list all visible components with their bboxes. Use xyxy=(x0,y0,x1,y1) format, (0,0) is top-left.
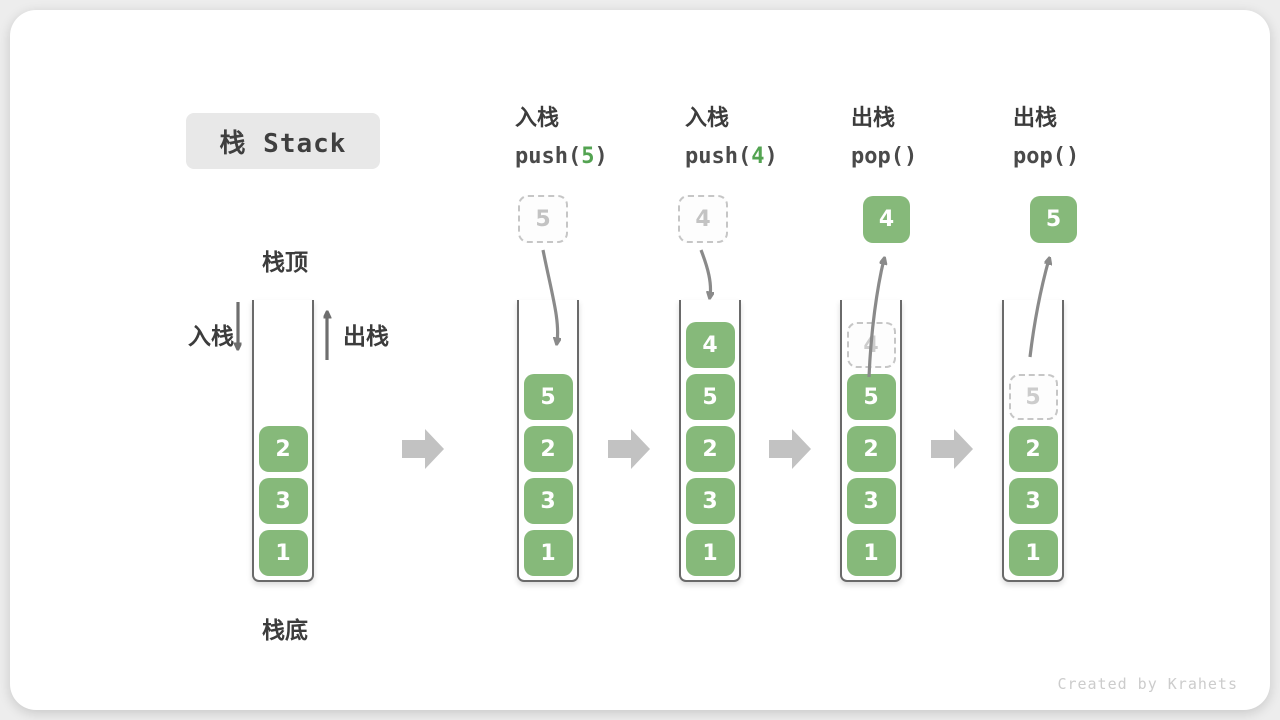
code-pre: push( xyxy=(685,144,752,169)
stack-cell: 4 xyxy=(685,322,735,368)
code-pre: pop() xyxy=(1013,144,1080,169)
operation-label-push-4: 入栈 push(4) xyxy=(685,104,855,172)
title-badge: 栈 Stack xyxy=(186,113,380,169)
operation-code: pop() xyxy=(1013,142,1183,172)
stack-cell: 1 xyxy=(523,530,573,576)
floating-box-popped-5: 5 xyxy=(1030,196,1077,243)
code-arg: 4 xyxy=(751,144,765,169)
operation-code: push(4) xyxy=(685,142,855,172)
stack-cell: 1 xyxy=(685,530,735,576)
stack-cell: 2 xyxy=(523,426,573,472)
stack-cell-ghost: 4 xyxy=(846,322,896,368)
operation-code: push(5) xyxy=(515,142,685,172)
floating-box-incoming-4: 4 xyxy=(678,195,728,243)
operation-name: 出栈 xyxy=(851,106,896,131)
stack-cell: 5 xyxy=(523,374,573,420)
stack-column-2: 5 2 3 1 xyxy=(517,300,579,582)
page-title: 栈 Stack xyxy=(219,128,347,159)
stack-cell: 2 xyxy=(846,426,896,472)
operation-name: 入栈 xyxy=(685,106,730,131)
stack-cell: 3 xyxy=(1008,478,1058,524)
stack-cell: 3 xyxy=(258,478,308,524)
operation-code: pop() xyxy=(851,142,1021,172)
label-stack-bottom: 栈底 xyxy=(262,618,308,644)
stack-column-3: 4 5 2 3 1 xyxy=(679,300,741,582)
floating-box-popped-4: 4 xyxy=(863,196,910,243)
operation-label-pop-2: 出栈 pop() xyxy=(1013,104,1183,172)
stack-cell: 2 xyxy=(685,426,735,472)
code-arg: 5 xyxy=(581,144,595,169)
stack-cell: 2 xyxy=(258,426,308,472)
stack-cell: 1 xyxy=(846,530,896,576)
operation-label-pop-1: 出栈 pop() xyxy=(851,104,1021,172)
code-pre: pop() xyxy=(851,144,918,169)
stack-column-1: 2 3 1 xyxy=(252,300,314,582)
stack-cell: 1 xyxy=(258,530,308,576)
stack-cell: 1 xyxy=(1008,530,1058,576)
watermark: Created by Krahets xyxy=(1057,675,1238,693)
label-stack-top: 栈顶 xyxy=(262,250,308,276)
code-post: ) xyxy=(594,144,608,169)
label-push-side: 入栈 xyxy=(188,324,234,350)
stack-cell: 5 xyxy=(685,374,735,420)
stack-column-5: 5 2 3 1 xyxy=(1002,300,1064,582)
label-pop-side: 出栈 xyxy=(343,324,389,350)
stack-cell: 5 xyxy=(846,374,896,420)
stack-cell: 3 xyxy=(846,478,896,524)
code-pre: push( xyxy=(515,144,582,169)
floating-box-incoming-5: 5 xyxy=(518,195,568,243)
stack-cell: 3 xyxy=(685,478,735,524)
operation-name: 出栈 xyxy=(1013,106,1058,131)
stack-cell: 3 xyxy=(523,478,573,524)
stack-cell: 2 xyxy=(1008,426,1058,472)
operation-label-push-5: 入栈 push(5) xyxy=(515,104,685,172)
code-post: ) xyxy=(764,144,778,169)
operation-name: 入栈 xyxy=(515,106,560,131)
stack-column-4: 4 5 2 3 1 xyxy=(840,300,902,582)
stack-cell-ghost: 5 xyxy=(1008,374,1058,420)
